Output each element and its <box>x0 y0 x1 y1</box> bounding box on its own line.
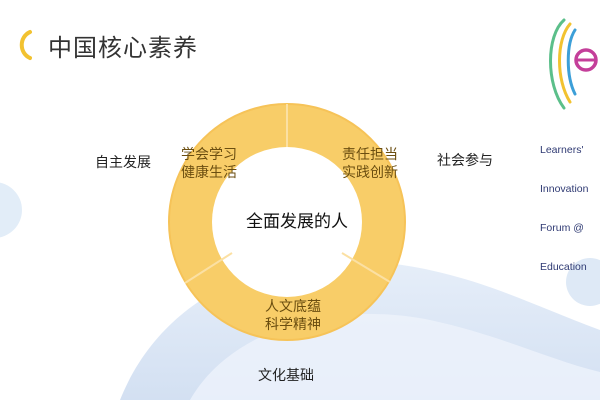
logo-line-4: Education <box>540 261 587 273</box>
segment-top-right-line2: 实践创新 <box>342 165 398 181</box>
title-accent-icon <box>19 30 32 60</box>
segment-top-left: 学会学习 健康生活 <box>169 146 249 182</box>
page-title: 中国核心素养 <box>48 33 198 62</box>
title-bar: 中国核心素养 <box>10 28 198 62</box>
logo-text: Learners' Innovation Forum @ Education <box>540 118 588 300</box>
logo-mark-icon <box>549 18 598 110</box>
label-social-participation: 社会参与 <box>437 153 493 169</box>
segment-bottom-line2: 科学精神 <box>265 317 321 333</box>
segment-top-right-line1: 责任担当 <box>342 147 398 163</box>
logo-line-2: Innovation <box>540 183 589 195</box>
label-cultural-foundation: 文化基础 <box>258 368 314 384</box>
segment-top-left-line2: 健康生活 <box>181 165 237 181</box>
logo-line-1: Learners' <box>540 144 584 156</box>
segment-bottom: 人文底蕴 科学精神 <box>253 298 333 334</box>
ring-center <box>212 147 362 297</box>
segment-bottom-line1: 人文底蕴 <box>265 299 321 315</box>
logo-line-3: Forum @ <box>540 222 584 234</box>
segment-top-left-line1: 学会学习 <box>181 147 237 163</box>
center-label: 全面发展的人 <box>246 212 348 232</box>
background-bubble-left <box>0 182 22 238</box>
logo: Learners' Innovation Forum @ Education <box>536 14 600 273</box>
ring-divider-bottom-right <box>341 252 391 283</box>
background-bubble-right <box>566 258 600 306</box>
segment-top-right: 责任担当 实践创新 <box>330 146 410 182</box>
ring-divider-bottom-left <box>184 252 233 284</box>
label-autonomous-development: 自主发展 <box>95 155 151 171</box>
